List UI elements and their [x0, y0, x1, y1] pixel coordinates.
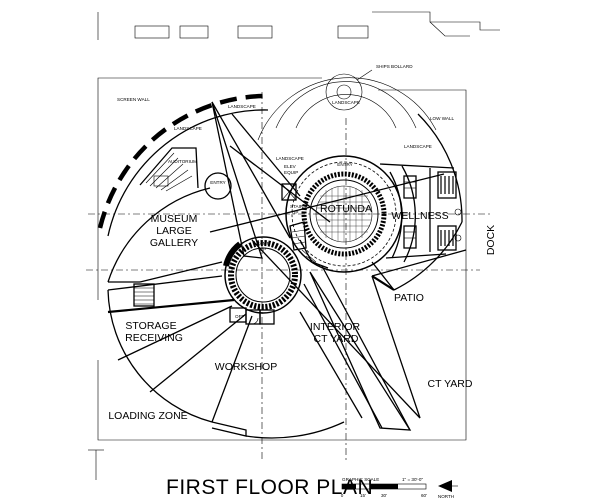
label-ramp-2: UP: [260, 247, 266, 252]
label-entry-west: ENTRY: [210, 180, 226, 185]
scale-caption: GRAPHIC SCALE: [342, 477, 379, 482]
label-dock: DOCK: [485, 225, 497, 255]
elevator-stair: [281, 183, 307, 251]
label-landscape-top: LANDSCAPE: [332, 100, 360, 105]
label-museum-1: MUSEUM: [151, 213, 198, 225]
wellness-wing: [371, 113, 463, 291]
label-loading-zone: LOADING ZONE: [108, 410, 187, 422]
scale-tick-3: 60': [421, 493, 427, 498]
scale-ratio: 1" = 30'-0": [402, 477, 423, 482]
scale-tick-0: 0: [341, 493, 344, 498]
gallery-wing: [107, 187, 247, 437]
site-boundary: [88, 77, 467, 480]
patio-ct-yard: [371, 249, 467, 419]
drive-arcs: [257, 77, 437, 141]
label-landscape-ne: LANDSCAPE: [404, 144, 432, 149]
label-landscape-mid: LANDSCAPE: [276, 156, 304, 161]
label-patio: PATIO: [394, 292, 424, 304]
label-rotunda: ROTUNDA: [320, 203, 372, 215]
label-ct-yard: CT YARD: [428, 378, 473, 390]
graphic-scale: GRAPHIC SCALE 1" = 30'-0" 0 15' 30' 60': [341, 477, 427, 498]
label-workshop: WORKSHOP: [215, 361, 277, 373]
ramp-cylinder: [223, 236, 302, 314]
label-ramp-1: RAMP: [256, 241, 269, 246]
north-label: NORTH: [438, 494, 454, 499]
screen-wall: [97, 93, 271, 229]
label-stairs-2: UP: [292, 210, 298, 215]
scale-tick-2: 30': [381, 493, 387, 498]
label-landscape-nw: LANDSCAPE: [228, 104, 256, 109]
ships-bollard: [325, 73, 363, 111]
label-stairs-1: STAIRS: [290, 204, 306, 209]
label-elev-2: EQUIP: [284, 170, 298, 175]
label-storage-2: RECEIVING: [125, 332, 183, 344]
top-edge-fragments: [97, 11, 500, 40]
west-entry: [204, 172, 232, 200]
auditorium-seating: [139, 147, 199, 192]
label-museum-2: LARGE: [156, 225, 192, 237]
label-elev-1: ELEV: [284, 164, 297, 169]
label-interior-ct-1: INTERIOR: [310, 321, 361, 333]
storage-workshop: [107, 298, 363, 439]
label-auditorium: AUDITORIUM: [168, 159, 197, 164]
label-ships-bollard: SHIPS BOLLARD: [376, 64, 413, 69]
west-stair: [133, 283, 155, 307]
label-entry-rotunda: ENTRY: [337, 162, 353, 167]
label-screen-wall: SCREEN WALL: [117, 97, 150, 102]
scale-tick-1: 15': [360, 493, 366, 498]
plan-title: FIRST FLOOR PLAN: [166, 476, 373, 499]
label-landscape-arc: LANDSCAPE: [174, 126, 202, 131]
small-labels: SHIPS BOLLARD LANDSCAPE SCREEN WALL LAND…: [117, 64, 455, 319]
office-cluster: [229, 307, 275, 325]
north-arrow-icon: NORTH: [438, 480, 458, 499]
label-museum-3: GALLERY: [150, 237, 198, 249]
room-labels: MUSEUM LARGE GALLERY ROTUNDA WELLNESS PA…: [108, 203, 497, 422]
label-storage-1: STORAGE: [125, 320, 176, 332]
label-low-wall: LOW WALL: [430, 116, 455, 121]
label-wellness: WELLNESS: [391, 210, 448, 222]
label-interior-ct-2: CT YARD: [314, 333, 359, 345]
label-office: OFF: [235, 314, 244, 319]
axis-blades: [209, 101, 445, 431]
